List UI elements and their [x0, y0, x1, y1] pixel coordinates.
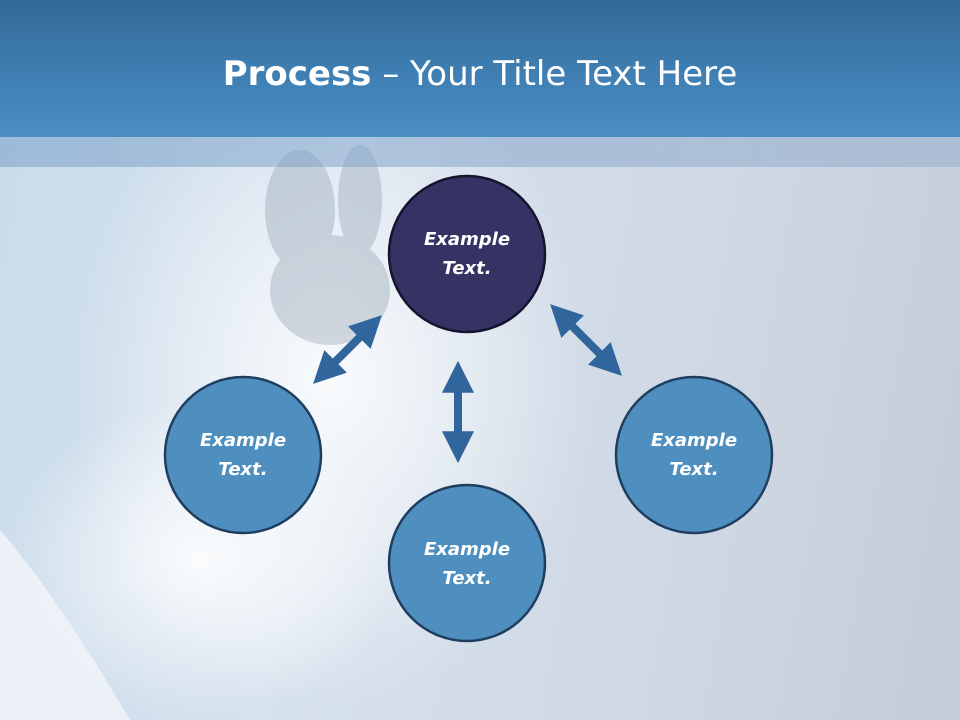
- node-bottom-line2: Text.: [442, 568, 492, 589]
- node-left-line2: Text.: [218, 459, 268, 480]
- node-left: [163, 375, 323, 535]
- node-left-label: Example Text.: [165, 426, 321, 484]
- node-center-line1: Example: [423, 229, 511, 250]
- node-bottom: [387, 483, 547, 643]
- node-center-label: Example Text.: [389, 225, 545, 283]
- node-bottom-label: Example Text.: [389, 535, 545, 593]
- node-right-label: Example Text.: [616, 426, 772, 484]
- arrow-top-left: [313, 315, 382, 384]
- node-right-line1: Example: [650, 430, 738, 451]
- slide-title: Process – Your Title Text Here: [0, 52, 960, 96]
- title-bold: Process: [222, 54, 372, 94]
- node-left-line1: Example: [199, 430, 287, 451]
- node-center-line2: Text.: [442, 258, 492, 279]
- node-center: [387, 174, 547, 334]
- title-rest: – Your Title Text Here: [371, 54, 738, 94]
- node-right-line2: Text.: [669, 459, 719, 480]
- node-right: [614, 375, 774, 535]
- title-underband: [0, 137, 960, 167]
- arrow-top-right: [550, 304, 622, 376]
- node-bottom-line1: Example: [423, 539, 511, 560]
- title-bar: [0, 0, 960, 137]
